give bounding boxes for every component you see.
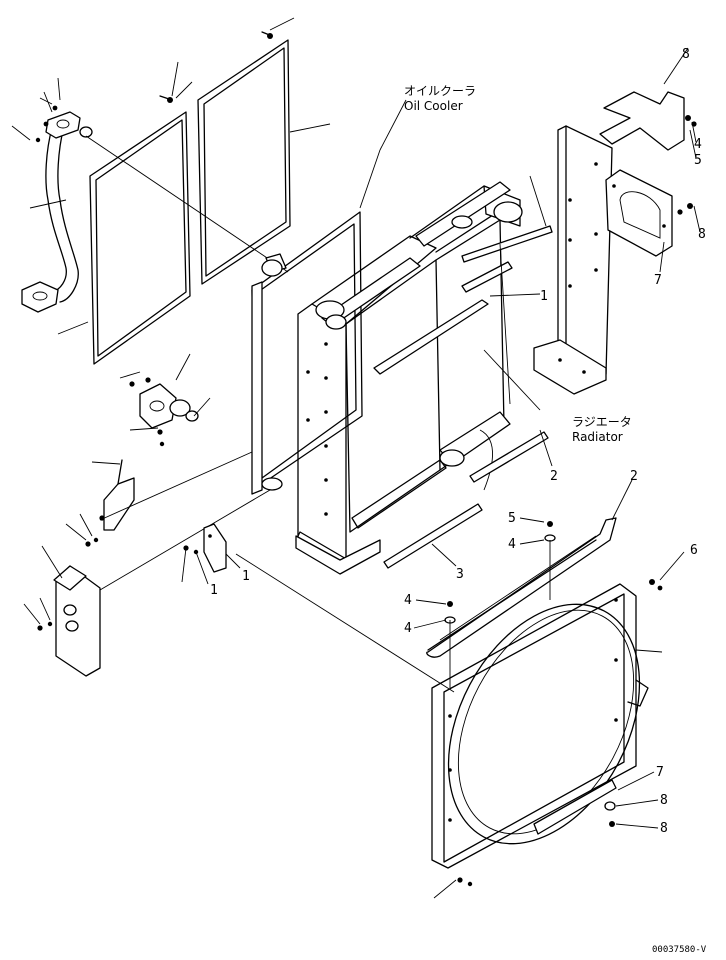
- radiator-label-en: Radiator: [572, 430, 623, 444]
- callout-upper-right-plate: 7: [654, 273, 662, 288]
- callout-shroud-lower-bolt-b: 8: [660, 821, 668, 836]
- radiator-core: [315, 181, 523, 533]
- callout-shroud-bolt-b: 4: [404, 593, 412, 608]
- oil-cooler-pipe: [21, 97, 93, 313]
- oil-cooler-flange: [129, 377, 199, 447]
- right-side-plate: [533, 125, 613, 395]
- upper-right-plate: [605, 169, 673, 257]
- left-bracket-a: [99, 459, 135, 531]
- radiator-label-jp: ラジエータ: [572, 415, 632, 429]
- left-bracket-b: [53, 565, 101, 677]
- callout-upper-right-washer: 5: [694, 153, 702, 168]
- callout-shroud-washer-a: 4: [508, 537, 516, 552]
- center-plate: [183, 523, 227, 573]
- callout-center-plate: 1: [242, 569, 250, 584]
- oil-cooler-core: [251, 211, 363, 495]
- oil-cooler-label-en: Oil Cooler: [404, 99, 463, 113]
- fan-shroud: [431, 583, 649, 869]
- bolt-icon: [159, 31, 273, 103]
- callout-shroud-washer-b: 4: [404, 621, 412, 636]
- oil-cooler-gasket-frame-2: [197, 39, 291, 285]
- oil-cooler-gasket-frame: [89, 111, 191, 365]
- callout-shroud-lower-bolt: 7: [656, 765, 664, 780]
- callout-shroud-right-bolt: 6: [690, 543, 698, 558]
- shroud-bracket: [533, 779, 617, 835]
- callout-center-bolt: 1: [210, 583, 218, 598]
- callout-seal-strip-top: 1: [540, 289, 548, 304]
- callout-shroud-bolt-a: 5: [508, 511, 516, 526]
- shroud-seal: [426, 517, 617, 658]
- seal-strip: [373, 225, 553, 569]
- callout-radiator-lower-strip: 2: [550, 469, 558, 484]
- bolt-icon: [37, 537, 99, 631]
- upper-right-bracket: [599, 91, 685, 151]
- bolt-icon: [677, 115, 697, 215]
- callout-upper-right-bolt-a: 4: [694, 137, 702, 152]
- drawing-code: 00037580-V: [652, 945, 707, 955]
- oil-cooler-label-jp: オイルクーラ: [404, 84, 476, 98]
- callout-upper-right-bolt-b: 8: [698, 227, 706, 242]
- bolt-icon: [444, 521, 663, 887]
- callout-radiator-bottom-strip: 3: [456, 567, 464, 582]
- callout-shroud-lower-washer: 8: [660, 793, 668, 808]
- callout-upper-right-bracket: 8: [682, 47, 690, 62]
- callout-shroud-seal: 2: [630, 469, 638, 484]
